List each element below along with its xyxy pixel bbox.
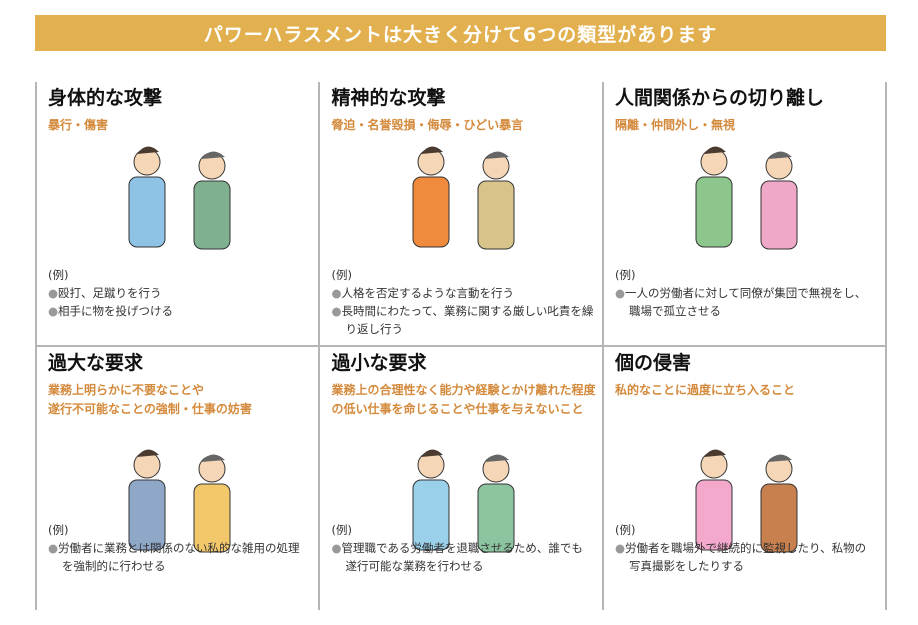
examples: (例) 労働者を職場外で継続的に監視したり、私物の写真撮影をしたりする bbox=[615, 521, 877, 575]
person-figure bbox=[477, 151, 514, 250]
category-title: 過小な要求 bbox=[331, 352, 427, 374]
subtitle-line: 遂行不可能なことの強制・仕事の妨害 bbox=[48, 402, 252, 416]
category-subtitle: 私的なことに過度に立ち入ること bbox=[615, 381, 886, 400]
example-label: (例) bbox=[331, 268, 352, 282]
subtitle-line: 業務上明らかに不要なことや bbox=[48, 383, 205, 397]
person-figure bbox=[128, 146, 166, 248]
person-figure bbox=[760, 454, 798, 553]
category-title: 人間関係からの切り離し bbox=[615, 87, 825, 109]
example-label: (例) bbox=[331, 523, 352, 537]
person-figure bbox=[128, 449, 166, 551]
examples: (例) 人格を否定するような言動を行う長時間にわたって、業務に関する厳しい叱責を繰… bbox=[332, 266, 594, 338]
illustration bbox=[128, 146, 231, 250]
category-title: 身体的な攻撃 bbox=[48, 87, 163, 109]
illustration bbox=[412, 449, 514, 553]
category-title: 精神的な攻撃 bbox=[331, 87, 446, 109]
illustration bbox=[128, 449, 231, 553]
person-figure bbox=[193, 151, 231, 250]
person-figure bbox=[477, 454, 514, 553]
page-banner: パワーハラスメントは大きく分けて6つの類型があります bbox=[35, 15, 886, 51]
category-title: 過大な要求 bbox=[48, 352, 144, 374]
illustration bbox=[695, 449, 798, 553]
category-title: 個の侵害 bbox=[615, 352, 692, 374]
person-figure bbox=[760, 151, 798, 250]
divider bbox=[35, 345, 887, 347]
person-figure bbox=[412, 146, 449, 248]
example-label: (例) bbox=[615, 268, 636, 282]
example-item: 労働者に業務とは関係のない私的な雑用の処理を強制的に行わせる bbox=[48, 539, 310, 575]
example-item: 一人の労働者に対して同僚が集団で無視をし、職場で孤立させる bbox=[615, 284, 877, 320]
example-item: 相手に物を投げつける bbox=[48, 302, 310, 320]
example-label: (例) bbox=[48, 523, 69, 537]
category-subtitle: 脅迫・名誉毀損・侮辱・ひどい暴言 bbox=[332, 116, 603, 135]
category-card: 過小な要求業務上の合理性なく能力や経験とかけ離れた程度の低い仕事を命じることや仕… bbox=[321, 347, 603, 610]
category-subtitle: 隔離・仲間外し・無視 bbox=[615, 116, 886, 135]
category-subtitle: 業務上明らかに不要なことや遂行不可能なことの強制・仕事の妨害 bbox=[48, 381, 319, 419]
category-subtitle: 暴行・傷害 bbox=[48, 116, 319, 135]
illustration bbox=[412, 146, 514, 250]
person-figure bbox=[193, 454, 231, 553]
illustration bbox=[695, 146, 798, 250]
person-figure bbox=[412, 449, 449, 551]
example-item: 人格を否定するような言動を行う bbox=[332, 284, 594, 302]
subtitle-line: 業務上の合理性なく能力や経験とかけ離れた程度の低い仕事を命じることや仕事を与えな… bbox=[331, 383, 596, 416]
person-figure bbox=[695, 146, 733, 248]
examples: (例) 管理職である労働者を退職させるため、誰でも遂行可能な業務を行わせる bbox=[332, 521, 594, 575]
example-item: 管理職である労働者を退職させるため、誰でも遂行可能な業務を行わせる bbox=[332, 539, 594, 575]
example-item: 殴打、足蹴りを行う bbox=[48, 284, 310, 302]
subtitle-line: 私的なことに過度に立ち入ること bbox=[615, 383, 796, 397]
example-item: 労働者を職場外で継続的に監視したり、私物の写真撮影をしたりする bbox=[615, 539, 877, 575]
example-label: (例) bbox=[615, 523, 636, 537]
subtitle-line: 脅迫・名誉毀損・侮辱・ひどい暴言 bbox=[331, 118, 524, 132]
example-label: (例) bbox=[48, 268, 69, 282]
examples: (例) 殴打、足蹴りを行う相手に物を投げつける bbox=[48, 266, 310, 320]
subtitle-line: 暴行・傷害 bbox=[48, 118, 109, 132]
example-item: 長時間にわたって、業務に関する厳しい叱責を繰り返し行う bbox=[332, 302, 594, 338]
category-subtitle: 業務上の合理性なく能力や経験とかけ離れた程度の低い仕事を命じることや仕事を与えな… bbox=[332, 381, 603, 419]
examples: (例) 労働者に業務とは関係のない私的な雑用の処理を強制的に行わせる bbox=[48, 521, 310, 575]
subtitle-line: 隔離・仲間外し・無視 bbox=[615, 118, 736, 132]
person-figure bbox=[695, 449, 733, 551]
examples: (例) 一人の労働者に対して同僚が集団で無視をし、職場で孤立させる bbox=[615, 266, 877, 320]
